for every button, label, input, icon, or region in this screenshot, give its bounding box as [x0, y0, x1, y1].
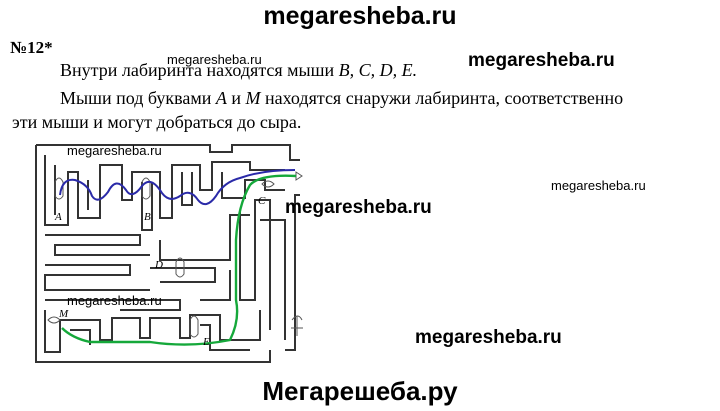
watermark-small: megaresheba.ru	[67, 143, 162, 158]
watermark-small: megaresheba.ru	[167, 52, 262, 67]
mouse-b-icon	[141, 177, 151, 200]
task-line-2: Мыши под буквами A и M находятся снаружи…	[60, 88, 623, 109]
mouse-e-icon	[189, 315, 199, 338]
mouse-d-icon	[175, 257, 185, 278]
watermark-big: megaresheba.ru	[415, 327, 562, 348]
path-m-green	[61, 174, 297, 346]
maze-label-m: M	[58, 308, 69, 320]
mouse-a-icon	[54, 177, 64, 200]
maze-label-e: E	[202, 336, 210, 348]
maze-label-a: A	[54, 211, 62, 223]
maze-label-c: C	[258, 195, 266, 207]
mouse-figures	[47, 171, 303, 338]
task-line-3: эти мыши и могут добраться до сыра.	[12, 112, 302, 132]
maze-label-d: D	[154, 259, 163, 271]
site-title: megaresheba.ru	[263, 2, 457, 30]
maze-walls	[35, 144, 300, 363]
task-number: №12*	[10, 38, 53, 57]
task-line-2-a: Мыши под буквами	[60, 88, 216, 108]
maze-label-b: B	[144, 211, 151, 223]
footer-title: Мегарешеба.ру	[262, 376, 458, 406]
mouse-m-icon	[47, 316, 61, 324]
task-line-2-A: A	[215, 88, 227, 108]
watermark-small: megaresheba.ru	[67, 293, 162, 308]
task-line-2-M: M	[245, 88, 261, 108]
watermark-big: megaresheba.ru	[468, 50, 615, 71]
mouse-c-icon	[261, 180, 275, 188]
watermark-small: megaresheba.ru	[551, 178, 646, 193]
decoration-icon	[291, 315, 303, 336]
task-line-1: Внутри лабиринта находятся мыши B, C, D,…	[60, 60, 417, 81]
watermark-big: megaresheba.ru	[285, 197, 432, 218]
task-line-1-text: Внутри лабиринта находятся мыши	[60, 60, 339, 80]
cheese-icon	[295, 171, 303, 181]
task-line-2-b: и	[226, 88, 246, 108]
task-line-2-c: находятся снаружи лабиринта, соответстве…	[260, 88, 624, 108]
task-line-1-letters: B, C, D, E.	[338, 60, 418, 80]
path-a-blue	[59, 169, 296, 206]
